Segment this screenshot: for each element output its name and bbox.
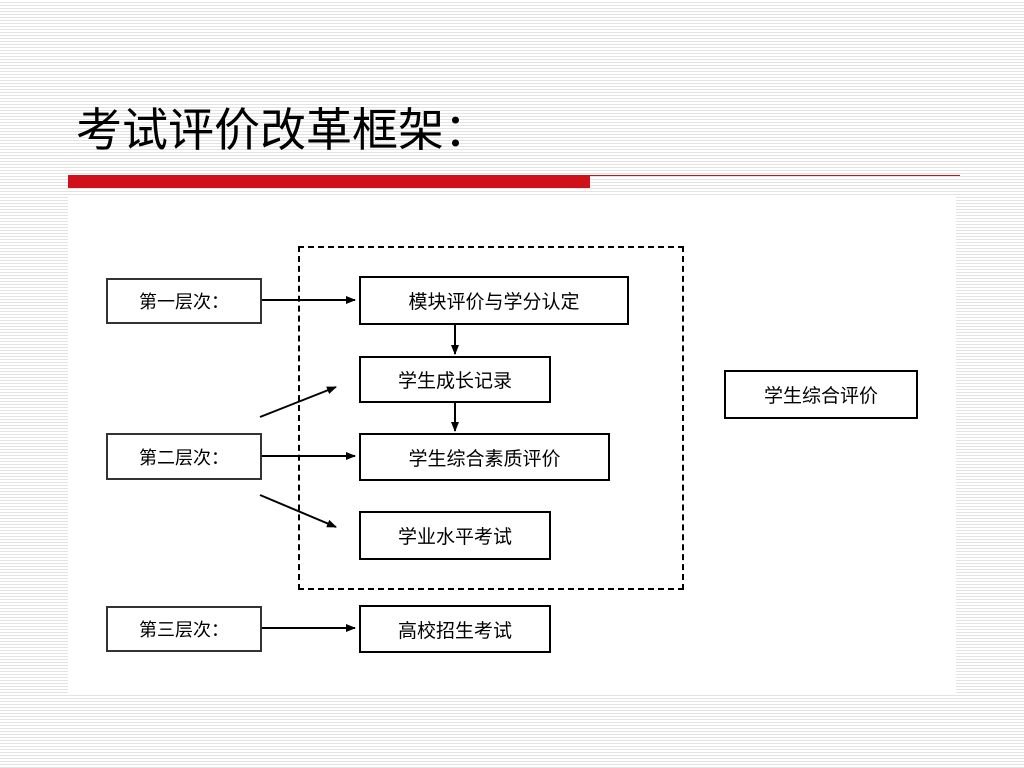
title-underline-thin xyxy=(590,175,960,176)
level-2-box: 第二层次： xyxy=(106,433,262,480)
quality-eval-box: 学生综合素质评价 xyxy=(359,433,610,481)
slide-title: 考试评价改革框架： xyxy=(76,103,490,157)
overall-eval-box: 学生综合评价 xyxy=(724,370,918,419)
proficiency-exam-box: 学业水平考试 xyxy=(359,511,551,560)
level-1-label: 第一层次： xyxy=(139,292,229,313)
quality-eval-label: 学生综合素质评价 xyxy=(408,447,561,470)
module-eval-box: 模块评价与学分认定 xyxy=(359,276,629,325)
arrow-level2-to-growth-record xyxy=(259,386,337,418)
proficiency-exam-label: 学业水平考试 xyxy=(397,526,512,548)
level-1-box: 第一层次： xyxy=(106,278,262,324)
growth-record-box: 学生成长记录 xyxy=(359,356,551,403)
level-3-label: 第三层次： xyxy=(139,620,229,641)
college-exam-box: 高校招生考试 xyxy=(359,605,551,653)
arrow-level2-to-proficiency-exam xyxy=(259,494,337,528)
growth-record-label: 学生成长记录 xyxy=(397,370,512,392)
framework-dashed-group xyxy=(298,246,684,590)
module-eval-label: 模块评价与学分认定 xyxy=(408,291,580,313)
college-exam-label: 高校招生考试 xyxy=(397,619,512,642)
level-3-box: 第三层次： xyxy=(106,606,262,652)
title-underline-thick xyxy=(68,175,590,188)
level-2-label: 第二层次： xyxy=(139,447,229,469)
overall-eval-label: 学生综合评价 xyxy=(763,385,878,407)
